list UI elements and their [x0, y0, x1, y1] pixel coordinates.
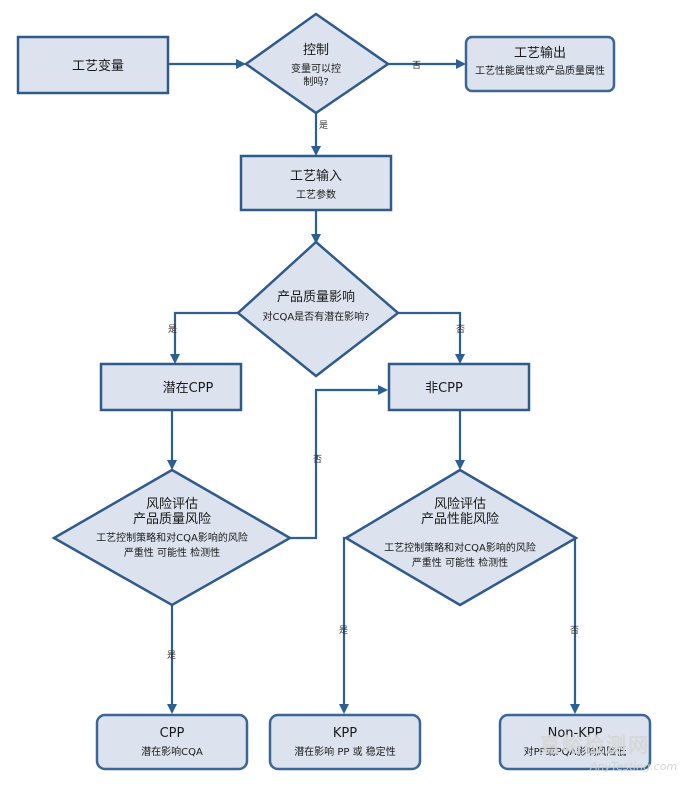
watermark: 嘉峪检测网 AnyTesting.com: [539, 733, 677, 773]
node-kpp: KPP 潜在影响 PP 或 稳定性: [268, 713, 422, 771]
risk-quality-title1: 风险评估: [146, 497, 198, 512]
node-risk-performance-decision: 风险评估 产品性能风险 工艺控制策略和对CQA影响的风险 严重性 可能性 检测性: [343, 468, 579, 607]
node-potential-cpp: 潜在CPP: [99, 362, 243, 412]
label-control-yes: 是: [319, 120, 328, 131]
edge-risk-to-non-kpp: [542, 536, 580, 714]
node-process-input: 工艺输入 工艺参数: [239, 154, 393, 212]
edge-impact-to-non-cpp: [398, 311, 465, 364]
process-output-title: 工艺输出: [514, 45, 566, 61]
non-kpp-title: Non-KPP: [548, 726, 603, 741]
risk-performance-title2: 产品性能风险: [421, 512, 499, 527]
node-risk-quality-decision: 风险评估 产品质量风险 工艺控制策略和对CQA影响的风险 严重性 可能性 检测性: [51, 468, 293, 607]
control-title: 控制: [303, 43, 329, 58]
process-input-title: 工艺输入: [290, 168, 342, 184]
kpp-sub: 潜在影响 PP 或 稳定性: [294, 745, 396, 758]
risk-performance-sub1: 工艺控制策略和对CQA影响的风险: [384, 541, 536, 554]
risk-quality-title2: 产品质量风险: [133, 512, 211, 527]
process-output-sub: 工艺性能属性或产品质量属性: [475, 64, 605, 77]
control-question-line1: 变量可以控: [291, 62, 341, 75]
node-non-cpp: 非CPP: [387, 362, 531, 412]
risk-performance-title1: 风险评估: [434, 497, 486, 512]
node-quality-impact-decision: 产品质量影响 对CQA是否有潜在影响?: [236, 240, 400, 378]
quality-impact-question: 对CQA是否有潜在影响?: [262, 310, 369, 323]
label-impact-no: 否: [456, 324, 465, 335]
risk-performance-sub2: 严重性 可能性 检测性: [412, 556, 508, 569]
non-kpp-sub: 对PP或PQA影响风险低: [524, 745, 627, 758]
process-variable-title: 工艺变量: [72, 58, 124, 74]
label-risk-quality-yes: 是: [167, 650, 176, 661]
edge-labels: 否 是 是 否 否 是 是 否: [167, 60, 579, 661]
watermark-sub: AnyTesting.com: [589, 760, 677, 773]
cpp-sub: 潜在影响CQA: [141, 745, 203, 758]
label-impact-yes: 是: [168, 324, 177, 335]
label-risk-perf-no: 否: [570, 625, 579, 636]
node-process-variable: 工艺变量: [16, 35, 170, 95]
quality-impact-title: 产品质量影响: [277, 289, 355, 305]
kpp-title: KPP: [333, 726, 357, 741]
label-risk-perf-yes: 是: [339, 625, 348, 636]
potential-cpp-title: 潜在CPP: [163, 381, 214, 396]
edge-impact-to-potential-cpp: [170, 311, 238, 364]
non-cpp-title: 非CPP: [425, 381, 463, 396]
label-control-no: 否: [412, 60, 421, 71]
edge-risk-to-non-cpp: [287, 385, 388, 540]
risk-quality-sub1: 工艺控制策略和对CQA影响的风险: [96, 531, 248, 544]
watermark-main: 嘉峪检测网: [539, 733, 650, 757]
risk-quality-sub2: 严重性 可能性 检测性: [124, 546, 220, 559]
node-control-decision: 控制 变量可以控 制吗?: [243, 12, 391, 115]
process-input-sub: 工艺参数: [296, 188, 336, 201]
control-question-line2: 制吗?: [303, 75, 328, 88]
node-cpp: CPP 潜在影响CQA: [95, 713, 249, 771]
node-process-output: 工艺输出 工艺性能属性或产品质量属性: [464, 35, 616, 93]
cpp-title: CPP: [160, 726, 185, 741]
edge-risk-to-kpp: [339, 536, 380, 714]
node-non-kpp: Non-KPP 对PP或PQA影响风险低: [498, 713, 652, 771]
label-risk-quality-no: 否: [313, 454, 322, 465]
